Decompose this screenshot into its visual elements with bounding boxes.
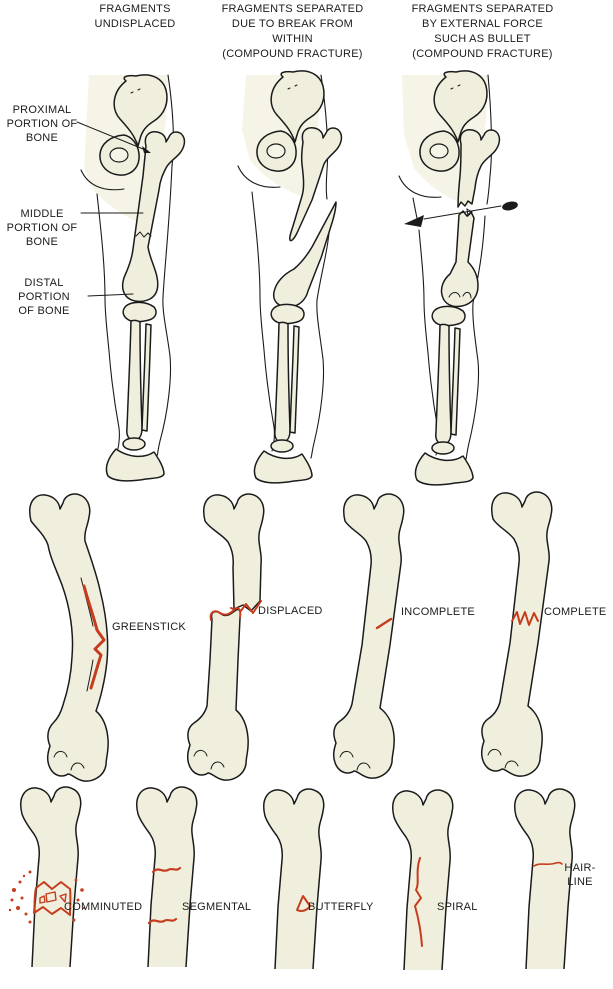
label-distal-portion: DISTAL PORTION OF BONE (18, 277, 70, 317)
trajectory-arrowhead (404, 215, 424, 227)
undisplaced-fracture-mark (135, 231, 152, 238)
femur-segmental (135, 786, 198, 968)
label-middle-portion: MIDDLE PORTION OF BONE (6, 208, 78, 248)
femur-spiral (391, 789, 454, 971)
femur-butterfly (262, 788, 325, 970)
femur-distal-fragment (272, 201, 337, 308)
greenstick-fracture-mark (82, 584, 106, 690)
label-complete: COMPLETE (544, 606, 607, 618)
lower-leg (253, 303, 313, 484)
femur-complete (480, 491, 553, 777)
header-undisplaced: FRAGMENTS UNDISPLACED (94, 3, 176, 30)
label-incomplete: INCOMPLETE (401, 606, 476, 618)
femur-upper-fragment (457, 129, 501, 208)
bullet-trajectory-line (423, 205, 502, 220)
femur-comminuted (8, 786, 86, 968)
label-displaced: DISPLACED (258, 605, 323, 617)
femur-displaced (186, 493, 265, 781)
femur-lower-fragment (440, 210, 479, 308)
femur-undisplaced (121, 131, 186, 303)
label-comminuted: COMMINUTED (64, 901, 143, 913)
femur-proximal-fragment (289, 127, 343, 242)
pointer-arrowhead (142, 146, 151, 153)
complete-fracture-mark (511, 611, 539, 626)
header-break-from-within: FRAGMENTS SEPARATED DUE TO BREAK FROM WI… (221, 3, 364, 60)
bullet-hole (466, 208, 473, 218)
header-external-force: FRAGMENTS SEPARATED BY EXTERNAL FORCE SU… (411, 3, 554, 60)
hairline-fracture-mark (533, 861, 563, 867)
label-hairline: HAIR- LINE (564, 862, 596, 888)
butterfly-fracture-mark (296, 895, 311, 912)
femur-greenstick (29, 493, 109, 782)
displaced-break-edge-lower (209, 607, 242, 621)
comminuted-fracture-marks (33, 881, 72, 916)
segmental-fracture-marks (147, 866, 182, 925)
bullet-icon (502, 201, 518, 211)
lower-leg (105, 301, 165, 482)
leg-figure-break-from-within (237, 70, 343, 484)
lower-leg (414, 305, 474, 486)
bone-fragment-dots (8, 870, 86, 924)
femur-incomplete (332, 493, 405, 779)
condyle-detail (448, 291, 472, 299)
spiral-fracture-mark (414, 857, 423, 947)
label-butterfly: BUTTERFLY (308, 901, 374, 913)
label-spiral: SPIRAL (437, 901, 478, 913)
label-pointer-lines (76, 121, 149, 297)
femur-hairline (513, 788, 576, 970)
leg-figure-undisplaced (76, 74, 186, 482)
label-proximal-portion: PROXIMAL PORTION OF BONE (6, 104, 78, 144)
leg-figure-external-force (398, 70, 518, 486)
label-segmental: SEGMENTAL (182, 901, 252, 913)
label-greenstick: GREENSTICK (112, 621, 187, 633)
incomplete-fracture-mark (375, 617, 393, 630)
